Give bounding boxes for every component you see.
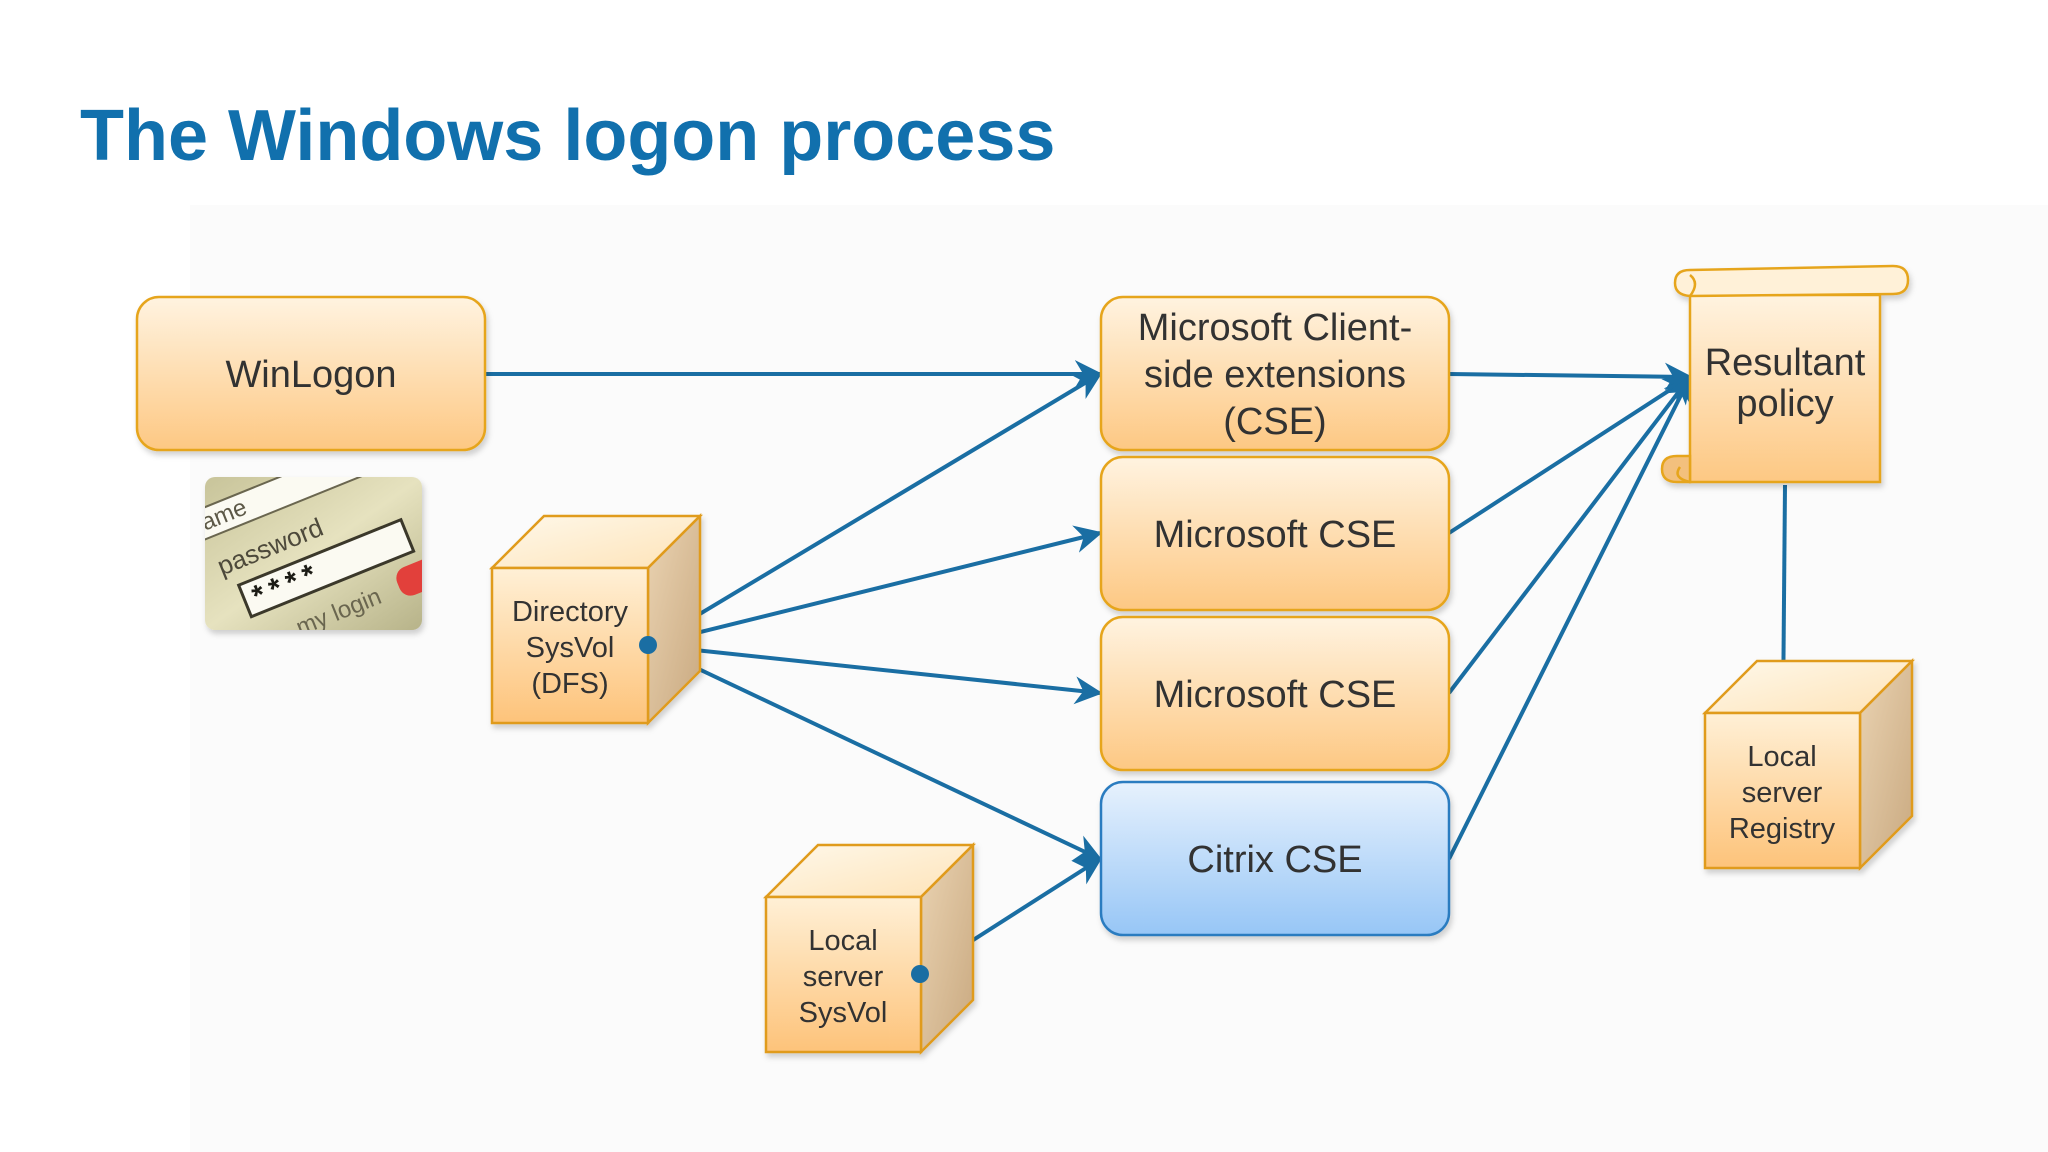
citrix-cse-box: Citrix CSE <box>1099 780 1451 937</box>
arrow-cse-1-to-policy <box>1447 375 1693 535</box>
local-server-registry-label-line3: Registry <box>1729 813 1836 845</box>
microsoft-cse-2-label: Microsoft CSE <box>1154 674 1397 716</box>
arrow-citrix-cse-to-policy <box>1447 374 1692 860</box>
directory-sysvol-label-line1: Directory <box>512 596 629 628</box>
local-server-registry-label-line2: server <box>1742 777 1823 809</box>
microsoft-cse-1-label: Microsoft CSE <box>1154 514 1397 556</box>
arrow-sysvol-to-cse-2 <box>647 643 1103 705</box>
directory-sysvol-label-line2: SysVol <box>526 632 615 664</box>
arrow-cse-main-to-policy <box>1448 362 1693 391</box>
local-server-sysvol-label-line2: server <box>803 961 884 993</box>
arrow-sysvol-to-cse-1 <box>647 525 1103 647</box>
directory-sysvol-cube: Directory SysVol (DFS) <box>488 512 704 727</box>
local-sysvol-connector-dot <box>911 965 929 983</box>
citrix-cse-label: Citrix CSE <box>1187 839 1362 881</box>
microsoft-cse-main-label-line1: Microsoft Client- <box>1138 307 1413 349</box>
microsoft-cse-main-label-line2: side extensions <box>1144 354 1406 396</box>
microsoft-cse-box-1: Microsoft CSE <box>1099 455 1451 612</box>
page-title: The Windows logon process <box>80 96 1056 176</box>
directory-sysvol-connector-dot <box>639 636 657 654</box>
local-server-registry-cube: Local server Registry <box>1701 657 1916 872</box>
winlogon-label: WinLogon <box>225 354 396 396</box>
local-server-registry-label-line1: Local <box>1747 741 1816 773</box>
resultant-policy-label-line2: policy <box>1736 383 1833 425</box>
login-screenshot-image: name password **** my login <box>205 477 422 630</box>
arrow-cse-2-to-policy <box>1447 374 1692 695</box>
resultant-policy-scroll: Resultant policy <box>1660 264 1910 484</box>
microsoft-cse-box-2: Microsoft CSE <box>1099 615 1451 772</box>
winlogon-box: WinLogon <box>135 295 487 452</box>
local-server-sysvol-cube: Local server SysVol <box>762 841 977 1056</box>
arrow-sysvol-to-citrix-cse <box>647 643 1103 861</box>
local-server-sysvol-label-line1: Local <box>808 925 877 957</box>
local-server-sysvol-label-line3: SysVol <box>799 997 888 1029</box>
arrow-sysvol-to-cse-main <box>646 372 1103 647</box>
microsoft-cse-main-box: Microsoft Client- side extensions (CSE) <box>1099 295 1451 452</box>
directory-sysvol-label-line3: (DFS) <box>531 668 608 700</box>
microsoft-cse-main-label-line3: (CSE) <box>1223 401 1326 443</box>
resultant-policy-label-line1: Resultant <box>1705 342 1866 384</box>
